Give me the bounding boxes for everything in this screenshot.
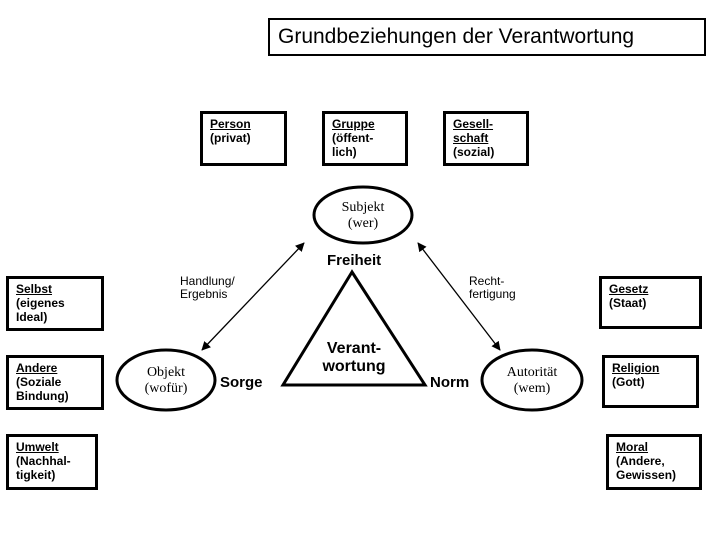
box-selbst-sub: (eigenes Ideal) bbox=[16, 296, 65, 324]
box-gesetz-sub: (Staat) bbox=[609, 296, 647, 310]
box-person-sub: (privat) bbox=[210, 131, 251, 145]
box-religion: Religion (Gott) bbox=[602, 355, 699, 408]
box-gesetz: Gesetz (Staat) bbox=[599, 276, 702, 329]
box-andere: Andere (Soziale Bindung) bbox=[6, 355, 104, 410]
handlung-label: Handlung/ Ergebnis bbox=[180, 274, 235, 301]
box-gesellschaft-sub: (sozial) bbox=[453, 145, 495, 159]
box-andere-sub: (Soziale Bindung) bbox=[16, 375, 69, 403]
box-person: Person (privat) bbox=[200, 111, 287, 166]
box-person-head: Person bbox=[210, 117, 251, 131]
box-moral: Moral (Andere, Gewissen) bbox=[606, 434, 702, 490]
box-gesellschaft: Gesell- schaft (sozial) bbox=[443, 111, 529, 166]
box-gesellschaft-head: Gesell- schaft bbox=[453, 117, 494, 145]
box-religion-sub: (Gott) bbox=[612, 375, 645, 389]
arrow-rechtfertigung bbox=[417, 242, 501, 351]
verantwortung-label: Verant- wortung bbox=[322, 340, 386, 375]
box-andere-head: Andere bbox=[16, 361, 58, 375]
box-gruppe-sub: (öffent- lich) bbox=[332, 131, 374, 159]
arrow-handlung bbox=[201, 242, 305, 351]
ellipse-objekt bbox=[115, 348, 217, 412]
box-moral-sub: (Andere, Gewissen) bbox=[616, 454, 677, 482]
box-selbst-head: Selbst bbox=[16, 282, 53, 296]
rechtfertigung-label: Recht- fertigung bbox=[469, 274, 516, 301]
sorge-label: Sorge bbox=[220, 374, 263, 391]
box-moral-head: Moral bbox=[616, 440, 649, 454]
objekt-label: Objekt (wofür) bbox=[144, 365, 188, 396]
freiheit-label: Freiheit bbox=[327, 252, 382, 269]
box-gesetz-head: Gesetz bbox=[609, 282, 649, 296]
ellipse-subjekt bbox=[312, 185, 414, 245]
box-selbst: Selbst (eigenes Ideal) bbox=[6, 276, 104, 331]
box-umwelt-head: Umwelt bbox=[16, 440, 59, 454]
subjekt-label: Subjekt (wer) bbox=[341, 200, 385, 231]
box-umwelt-sub: (Nachhal- tigkeit) bbox=[16, 454, 71, 482]
box-religion-head: Religion bbox=[612, 361, 660, 375]
autoritaet-label: Autorität (wem) bbox=[506, 365, 558, 396]
box-gruppe-head: Gruppe bbox=[332, 117, 375, 131]
center-triangle bbox=[280, 269, 428, 387]
diagram-title: Grundbeziehungen der Verantwortung bbox=[268, 18, 706, 56]
ellipse-autoritaet bbox=[480, 348, 584, 412]
box-gruppe: Gruppe (öffent- lich) bbox=[322, 111, 408, 166]
box-umwelt: Umwelt (Nachhal- tigkeit) bbox=[6, 434, 98, 490]
norm-label: Norm bbox=[430, 374, 470, 391]
